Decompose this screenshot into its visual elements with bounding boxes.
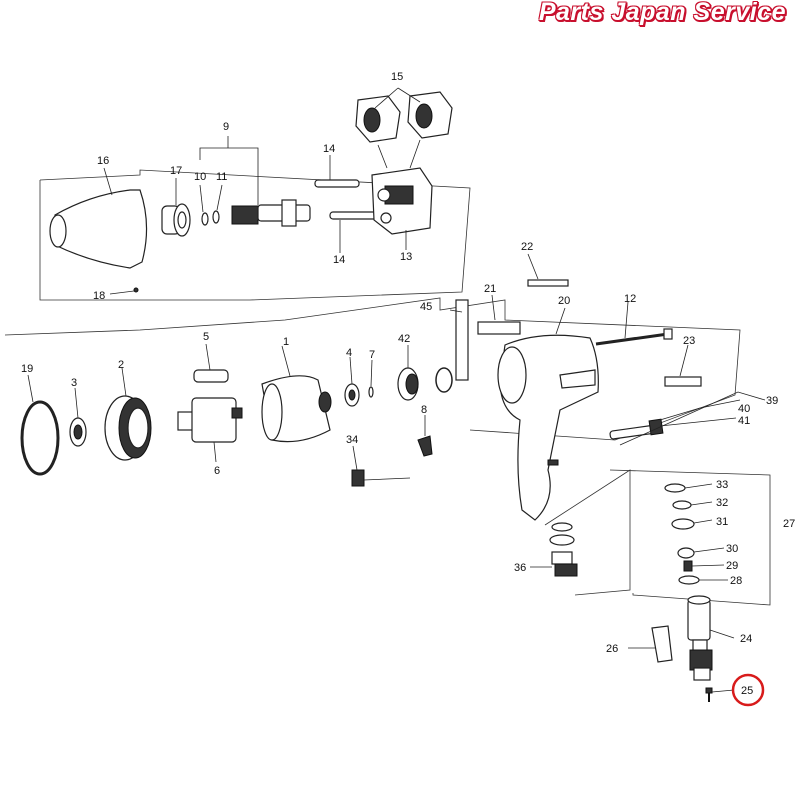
label-part-2: 2 [118,359,124,371]
label-part-33: 33 [716,479,728,491]
front-group-outline [39,169,471,301]
part-8-reverse-lever [417,435,433,457]
label-part-9: 9 [223,121,229,133]
label-part-8: 8 [421,404,427,416]
label-part-41: 41 [738,415,750,427]
part-22-label [527,279,569,287]
part-31-oring [671,518,695,530]
label-part-19: 19 [21,363,33,375]
part-2-end-plate [104,395,152,461]
valve-group-outline [609,469,771,606]
part-30-valve [677,547,695,559]
label-part-40: 40 [738,403,750,415]
label-part-15: 15 [391,71,403,83]
part-29-spring [683,560,693,572]
leader-lines [27,87,766,693]
part-36-exhaust [549,522,578,577]
part-6-rotor [177,397,243,443]
part-45-bracket [455,299,469,381]
part-26-inlet-bushing [651,625,673,663]
part-1-cylinder [261,375,332,443]
part-12-bolt [595,328,673,346]
label-part-7: 7 [369,349,375,361]
part-number-labels: 1 2 3 4 5 6 7 8 9 10 11 12 13 14 14 15 1… [21,71,795,655]
part-23-plate [664,376,702,387]
label-part-24: 24 [740,633,752,645]
part-4-bearing [344,383,360,407]
part-20-housing [497,334,599,521]
label-part-25: 25 [741,685,753,697]
part-33-oring [664,483,686,493]
part-18-screw [133,287,139,293]
label-part-20: 20 [558,295,570,307]
label-part-34: 34 [346,434,358,446]
motor-group-outline [4,297,741,441]
part-10-11-rings [201,210,220,226]
part-9-anvil [231,199,311,227]
label-part-4: 4 [346,347,352,359]
label-part-22: 22 [521,241,533,253]
part-7-ring [368,386,374,398]
part-3-bearing [69,417,87,447]
highlighted-part-25-marker[interactable]: 25 [731,673,765,707]
label-part-31: 31 [716,516,728,528]
label-part-36: 36 [514,562,526,574]
label-part-29: 29 [726,560,738,572]
label-part-14-top: 14 [323,143,335,155]
part-15-hammers [355,91,453,143]
label-part-42: 42 [398,333,410,345]
part-17-bushing [161,203,191,237]
part-25-screw [705,687,713,702]
label-part-5: 5 [203,331,209,343]
part-24-regulator [687,595,713,681]
label-part-11: 11 [216,171,227,183]
part-28-washer [678,575,700,585]
part-19-gasket [20,400,60,476]
grip-group-outline [544,469,631,596]
label-part-16: 16 [97,155,109,167]
part-32-washer [672,500,692,510]
label-part-14-bottom: 14 [333,254,345,266]
part-14-pins [314,179,379,220]
brand-logo: Parts Japan Service [538,0,786,26]
part-16-rubber-cover [49,189,148,269]
label-part-18: 18 [93,290,105,302]
label-part-39: 39 [766,395,778,407]
label-part-17: 17 [170,165,182,177]
part-5-blade [193,369,229,383]
part-34-reverse-valve [351,469,411,487]
label-part-27: 27 [783,518,795,530]
label-part-23: 23 [683,335,695,347]
label-part-26: 26 [606,643,618,655]
label-part-21: 21 [484,283,496,295]
part-42-front-plate [397,367,453,401]
part-21-nameplate [477,321,521,335]
label-part-12: 12 [624,293,636,305]
label-part-30: 30 [726,543,738,555]
label-part-6: 6 [214,465,220,477]
part-13-hammer-frame [371,167,433,235]
label-part-3: 3 [71,377,77,389]
label-part-32: 32 [716,497,728,509]
label-part-13: 13 [400,251,412,263]
label-part-45: 45 [420,301,432,313]
label-part-10: 10 [194,171,206,183]
label-part-28: 28 [730,575,742,587]
part-40-41-trigger-parts [609,418,664,440]
label-part-1: 1 [283,336,289,348]
